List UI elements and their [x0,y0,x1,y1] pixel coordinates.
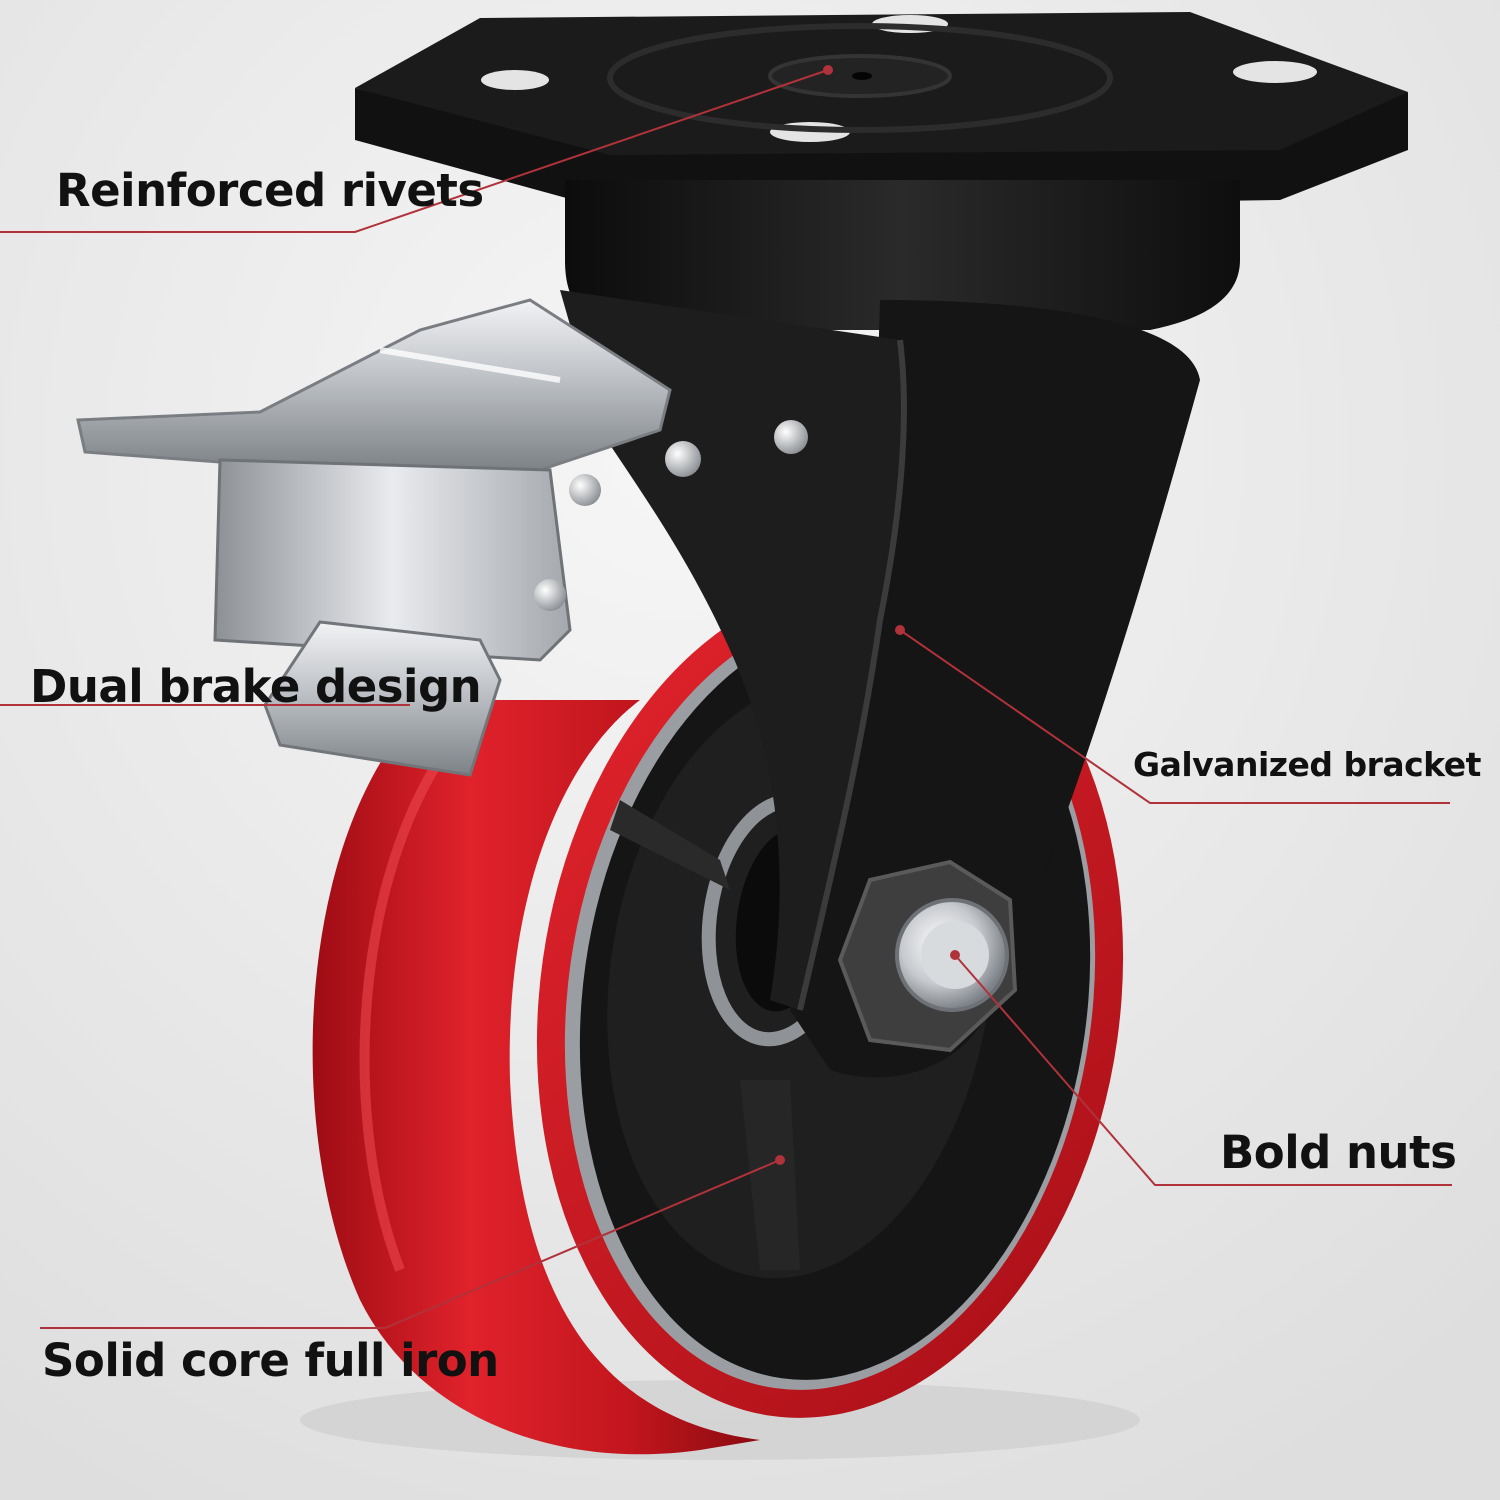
wheel-tread [312,700,760,1455]
wheel-spoke [740,1080,800,1270]
brake-rivet [534,579,566,611]
brake-pedal-upper [76,298,672,472]
swivel-housing [565,180,1240,330]
bracket-rivet [665,441,701,477]
brake-rivet [569,474,601,506]
wheel-tread-highlight [359,716,474,1272]
callout-galvanized-bracket: Galvanized bracket [1133,745,1481,784]
callout-dots [775,65,960,1165]
plate-center-hole [852,72,872,80]
brake-pedal-ridge [379,347,561,383]
bracket-rivet [774,420,808,454]
callout-dot [775,1155,785,1165]
brake-block [213,458,572,662]
callout-dual-brake-design: Dual brake design [30,660,482,713]
mounting-plate [355,12,1408,210]
callout-reinforced-rivets: Reinforced rivets [56,164,484,217]
callout-dot [823,65,833,75]
bracket-front [560,290,904,1010]
wheel-spoke [610,800,730,890]
plate-hole [481,70,549,90]
callout-line-bracket [899,629,1450,804]
callout-dot [950,950,960,960]
callout-bold-nuts: Bold nuts [1220,1126,1457,1179]
callout-line-iron [40,1159,781,1329]
plate-center-ring [607,23,1113,133]
callout-line-nuts [954,954,1452,1186]
plate-hole [1233,61,1317,83]
bracket-edge [797,339,907,1011]
callout-line-rivets [0,69,829,233]
callout-solid-core-full-iron: Solid core full iron [42,1334,499,1387]
callout-dot [895,625,905,635]
callout-lines [0,69,1452,1329]
brake-assembly [76,298,672,777]
